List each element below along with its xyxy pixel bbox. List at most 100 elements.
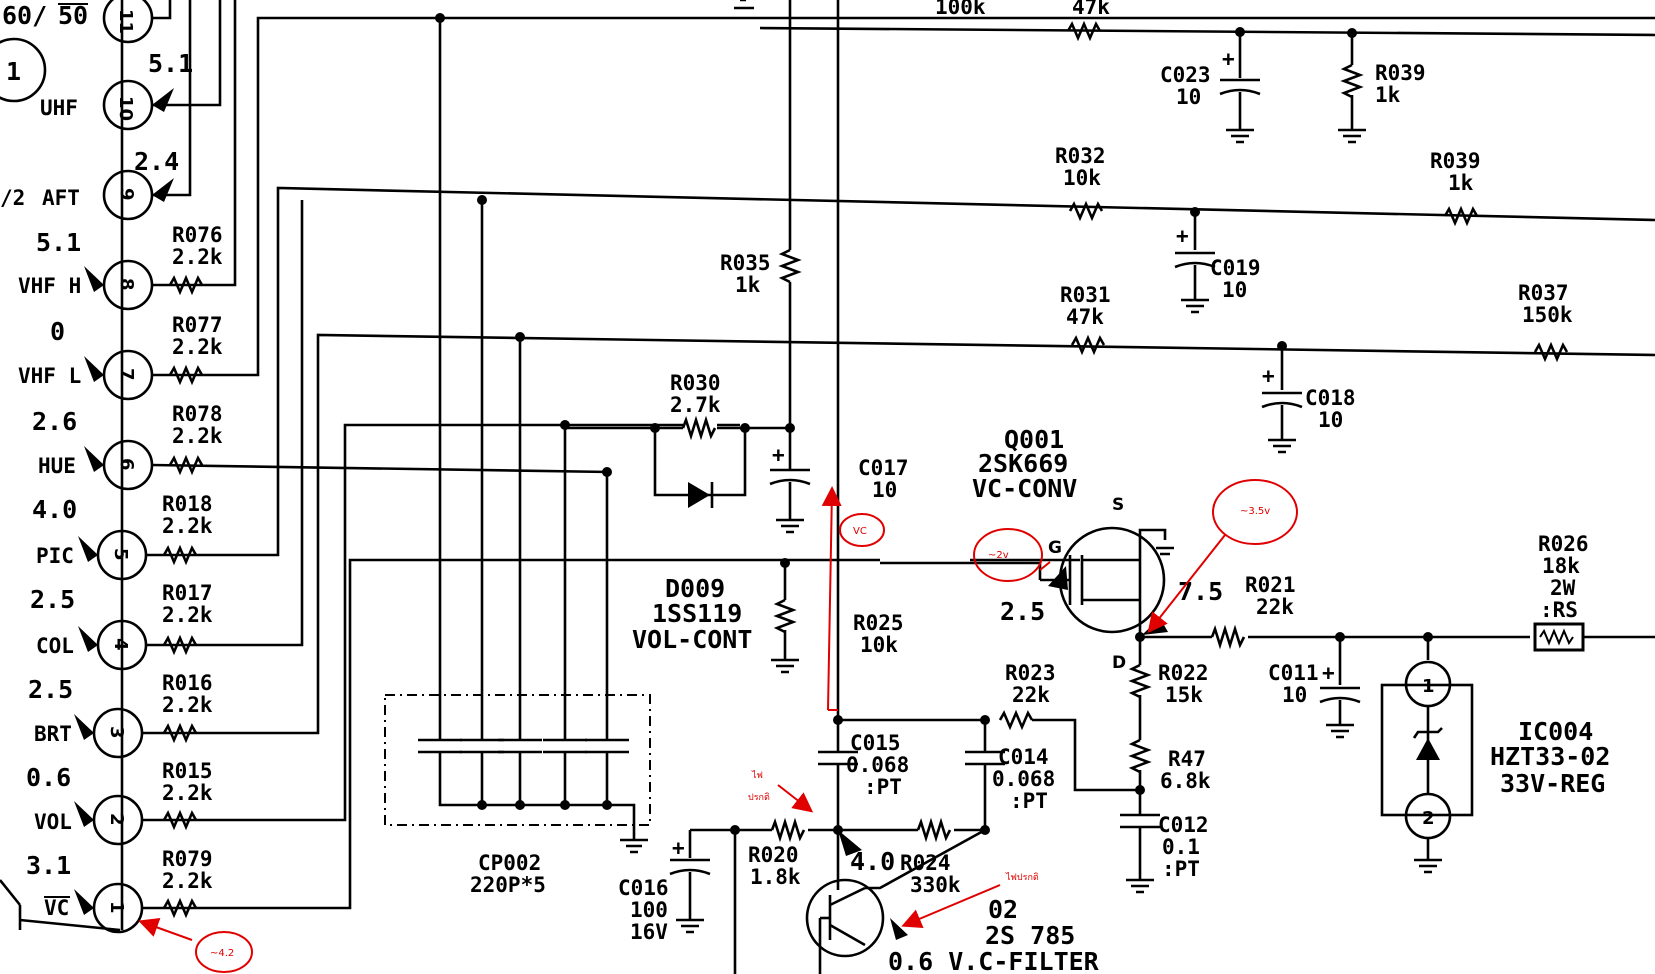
- ic004-function: 33V-REG: [1500, 769, 1605, 798]
- pin-3-number: 3: [106, 726, 127, 739]
- left-resistor-network: R076 2.2k R077 2.2k R078 2.2k R018 2.2k …: [142, 0, 1655, 919]
- annotation-drain: ~3.5v: [1240, 506, 1270, 517]
- q001-mosfet: Q001 2SK669 VC-CONV S G D 2.5 7.5: [972, 425, 1223, 673]
- r017-value: 2.2k: [162, 603, 213, 627]
- c015-value: 0.068: [846, 753, 909, 777]
- connector-pin-5: 5 PIC 4.0: [32, 495, 148, 581]
- r030-diode-block: R030 2.7k: [565, 371, 795, 508]
- upper-right-network: 100k 47k + C023 10 R039 1k R032 10k R039…: [759, 0, 1655, 454]
- svg-text:+: +: [1262, 364, 1275, 388]
- connector-pin-3: 3 BRT 2.5: [28, 675, 144, 759]
- c012-extra: :PT: [1162, 857, 1200, 881]
- r018-value: 2.2k: [162, 514, 213, 538]
- r078-ref: R078: [172, 402, 223, 426]
- r031-ref: R031: [1060, 283, 1111, 307]
- pin-3-name: BRT: [34, 722, 72, 746]
- q002-part: 2S 785: [985, 921, 1075, 950]
- ic004-pin-2: 2: [1422, 808, 1435, 829]
- q001-pin-s: S: [1112, 495, 1124, 515]
- r026-ref: R026: [1538, 532, 1589, 556]
- pin-7-number: 7: [116, 368, 137, 381]
- pin-8-voltage: 5.1: [36, 228, 81, 257]
- pin-2-name: VOL: [34, 810, 72, 834]
- c015-extra: :PT: [864, 775, 902, 799]
- r032-ref: R032: [1055, 144, 1106, 168]
- r035-value: 1k: [735, 273, 761, 297]
- c023-value: 10: [1176, 85, 1201, 109]
- connector-top-label-b: 50: [58, 1, 88, 30]
- c014-ref: C014: [998, 745, 1049, 769]
- pin-7-voltage: 0: [50, 317, 65, 346]
- annotation-gate: ~2v: [988, 550, 1009, 561]
- c019-ref: C019: [1210, 256, 1261, 280]
- r032-value: 10k: [1063, 166, 1101, 190]
- r026-resistor: R026 18k 2W :RS: [1533, 532, 1655, 652]
- r079-ref: R079: [162, 847, 213, 871]
- pin-9-number: 9: [116, 188, 137, 201]
- pin-8-number: 8: [116, 278, 137, 291]
- q001-function: VC-CONV: [972, 474, 1077, 503]
- r47-value: 6.8k: [1160, 769, 1211, 793]
- r039-value: 1k: [1448, 171, 1474, 195]
- pin-9-name: AFT: [42, 186, 80, 210]
- svg-text:+: +: [1222, 47, 1235, 71]
- q001-pin-g: G: [1048, 538, 1062, 558]
- r016-value: 2.2k: [162, 693, 213, 717]
- r025-ref: R025: [853, 611, 904, 635]
- r030-value: 2.7k: [670, 393, 721, 417]
- annotation-thai-left-1: ไฟ: [751, 770, 763, 781]
- r026-value: 18k: [1542, 554, 1580, 578]
- r078-value: 2.2k: [172, 424, 223, 448]
- c016-ref: C016: [618, 876, 669, 900]
- c016-extra: 16V: [630, 920, 668, 944]
- r030-ref: R030: [670, 371, 721, 395]
- ic004-pin-1: 1: [1422, 676, 1435, 697]
- cp002-ref: CP002: [478, 851, 541, 875]
- r018-ref: R018: [162, 492, 213, 516]
- r077-value: 2.2k: [172, 335, 223, 359]
- c019-value: 10: [1222, 278, 1247, 302]
- connector-pin-10: 10 UHF 5.1: [40, 0, 222, 131]
- c011-value: 10: [1282, 683, 1307, 707]
- r015-value: 2.2k: [162, 781, 213, 805]
- r041-ref: R039: [1375, 61, 1426, 85]
- r026-type: :RS: [1540, 598, 1578, 622]
- r023-ref: R023: [1005, 661, 1056, 685]
- r076-ref: R076: [172, 223, 223, 247]
- pin-5-voltage: 4.0: [32, 495, 77, 524]
- r025-value: 10k: [860, 633, 898, 657]
- red-annotations: VC ~2v ~3.5v ~4.2 ไฟ ปรกติ ไฟปรกติ: [138, 479, 1298, 973]
- pin-1-voltage: 3.1: [26, 851, 71, 880]
- pin-11-number: 11: [115, 9, 136, 34]
- pin-4-name: COL: [36, 634, 74, 658]
- r077-ref: R077: [172, 313, 223, 337]
- r020-value: 1.8k: [750, 865, 801, 889]
- d009-function: VOL-CONT: [632, 625, 752, 654]
- connector-pin-4: 4 COL 2.5: [30, 585, 148, 671]
- svg-text:+: +: [672, 836, 685, 860]
- annotation-thai-right: ไฟปรกติ: [1005, 872, 1039, 883]
- connector-top-label-a: 60/: [2, 1, 47, 30]
- q002-region: R023 22k C015 0.068 :PT C014 0.068 :PT R…: [618, 661, 1140, 974]
- pin-10-voltage: 5.1: [148, 49, 193, 78]
- ic004-part: HZT33-02: [1490, 742, 1610, 771]
- connector-pins: 11 10 UHF 5.1 9 /2 AFT 2.4 8 VHF H 5.1: [0, 0, 222, 934]
- connector-pin-11: 11: [102, 0, 172, 44]
- cp002-capacitor-pack: CP002 220P*5: [384, 13, 651, 897]
- q001-part: 2SK669: [978, 449, 1068, 478]
- r021-ref: R021: [1245, 573, 1296, 597]
- q002-base-voltage: 4.0: [850, 847, 895, 876]
- r47-ref: R47: [1168, 747, 1206, 771]
- pin-10-name: UHF: [40, 96, 78, 120]
- c016-value: 100: [630, 898, 668, 922]
- c015-ref: C015: [850, 731, 901, 755]
- pin-6-number: 6: [116, 458, 137, 471]
- drain-voltage: 7.5: [1178, 577, 1223, 606]
- drain-node: R021 22k R022 15k R47 6.8k C012 0.1 :PT …: [1120, 573, 1530, 894]
- pin-6-voltage: 2.6: [32, 407, 77, 436]
- r022-ref: R022: [1158, 661, 1209, 685]
- pin-10-number: 10: [115, 96, 136, 121]
- top-left-labels: 60/ 50 1: [0, 1, 88, 103]
- pin-2-number: 2: [106, 813, 127, 826]
- top-resistor-b-value: 47k: [1072, 0, 1110, 19]
